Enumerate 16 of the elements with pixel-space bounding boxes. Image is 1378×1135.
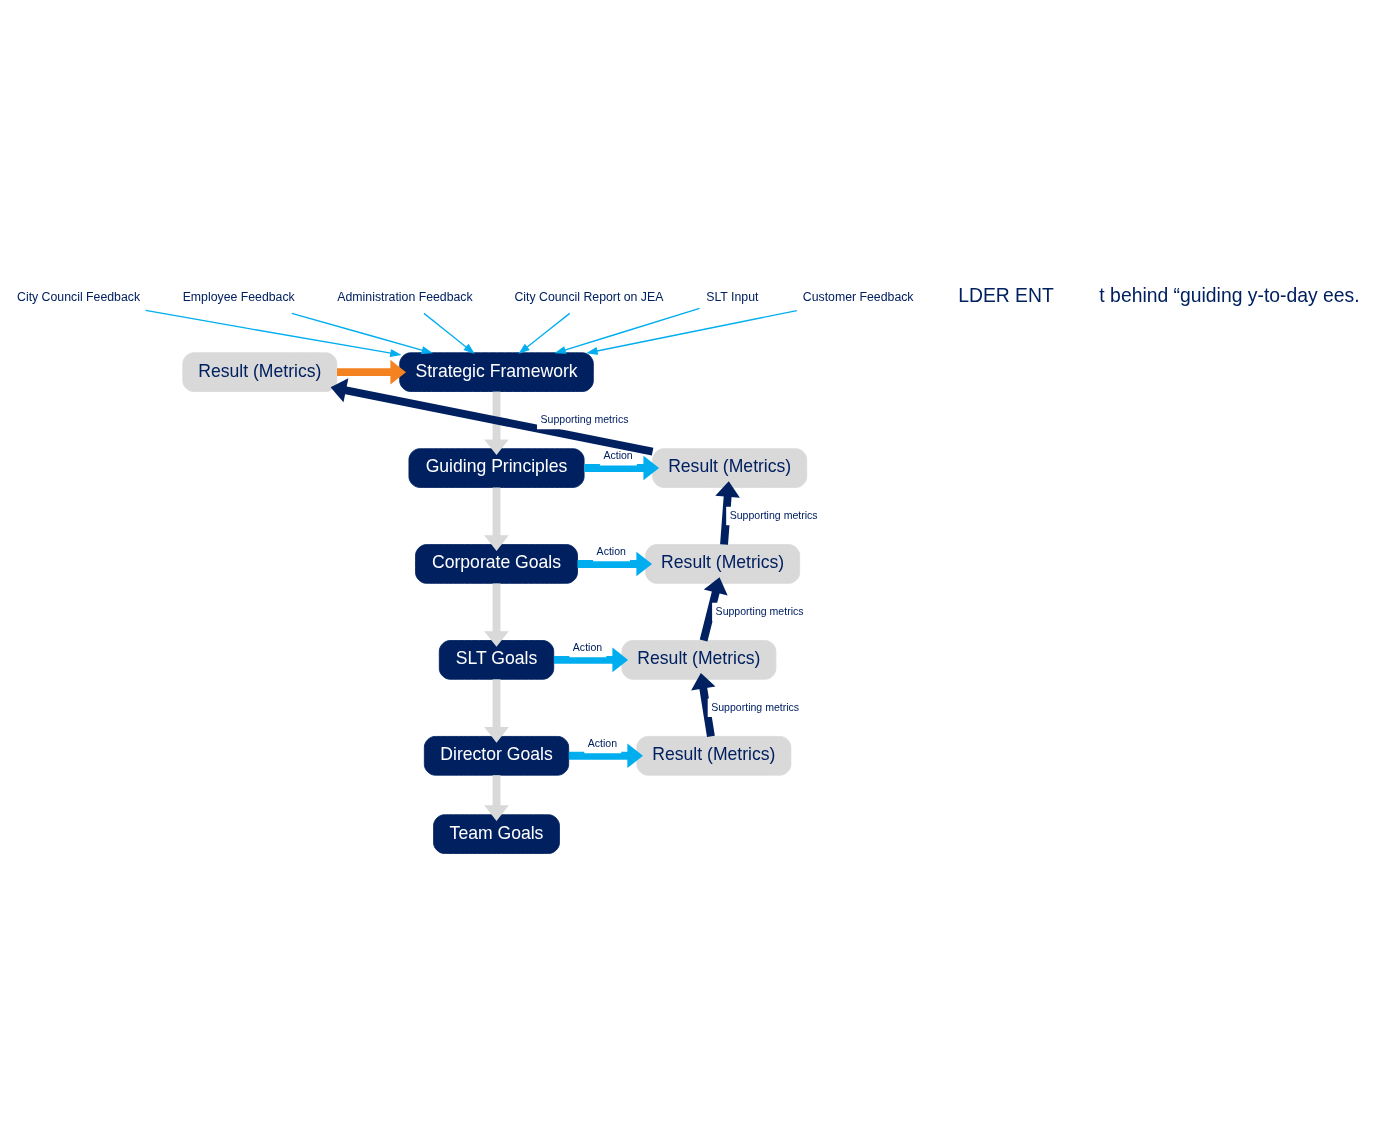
label: LDER ENT <box>958 284 1054 307</box>
edge-label: Action <box>572 641 603 654</box>
edge-label: Action <box>603 449 633 462</box>
node-text: City Council Feedback <box>17 289 141 304</box>
edge-label: Action <box>587 737 618 750</box>
edge-label: Action <box>596 545 626 558</box>
edge-label: Supporting metrics <box>540 413 629 426</box>
edge-label: Supporting metrics <box>711 701 800 714</box>
edge-label: Supporting metrics <box>715 605 804 618</box>
node-text: City Council Report on JEA <box>514 289 664 304</box>
label: t behind “guiding y-to-day ees. <box>1099 284 1360 307</box>
node-text: Administration Feedback <box>337 289 473 304</box>
node-text: Employee Feedback <box>182 289 295 304</box>
edge-label: Supporting metrics <box>729 509 818 522</box>
node-text: Customer Feedback <box>802 289 914 304</box>
node-text: SLT Input <box>706 289 759 304</box>
